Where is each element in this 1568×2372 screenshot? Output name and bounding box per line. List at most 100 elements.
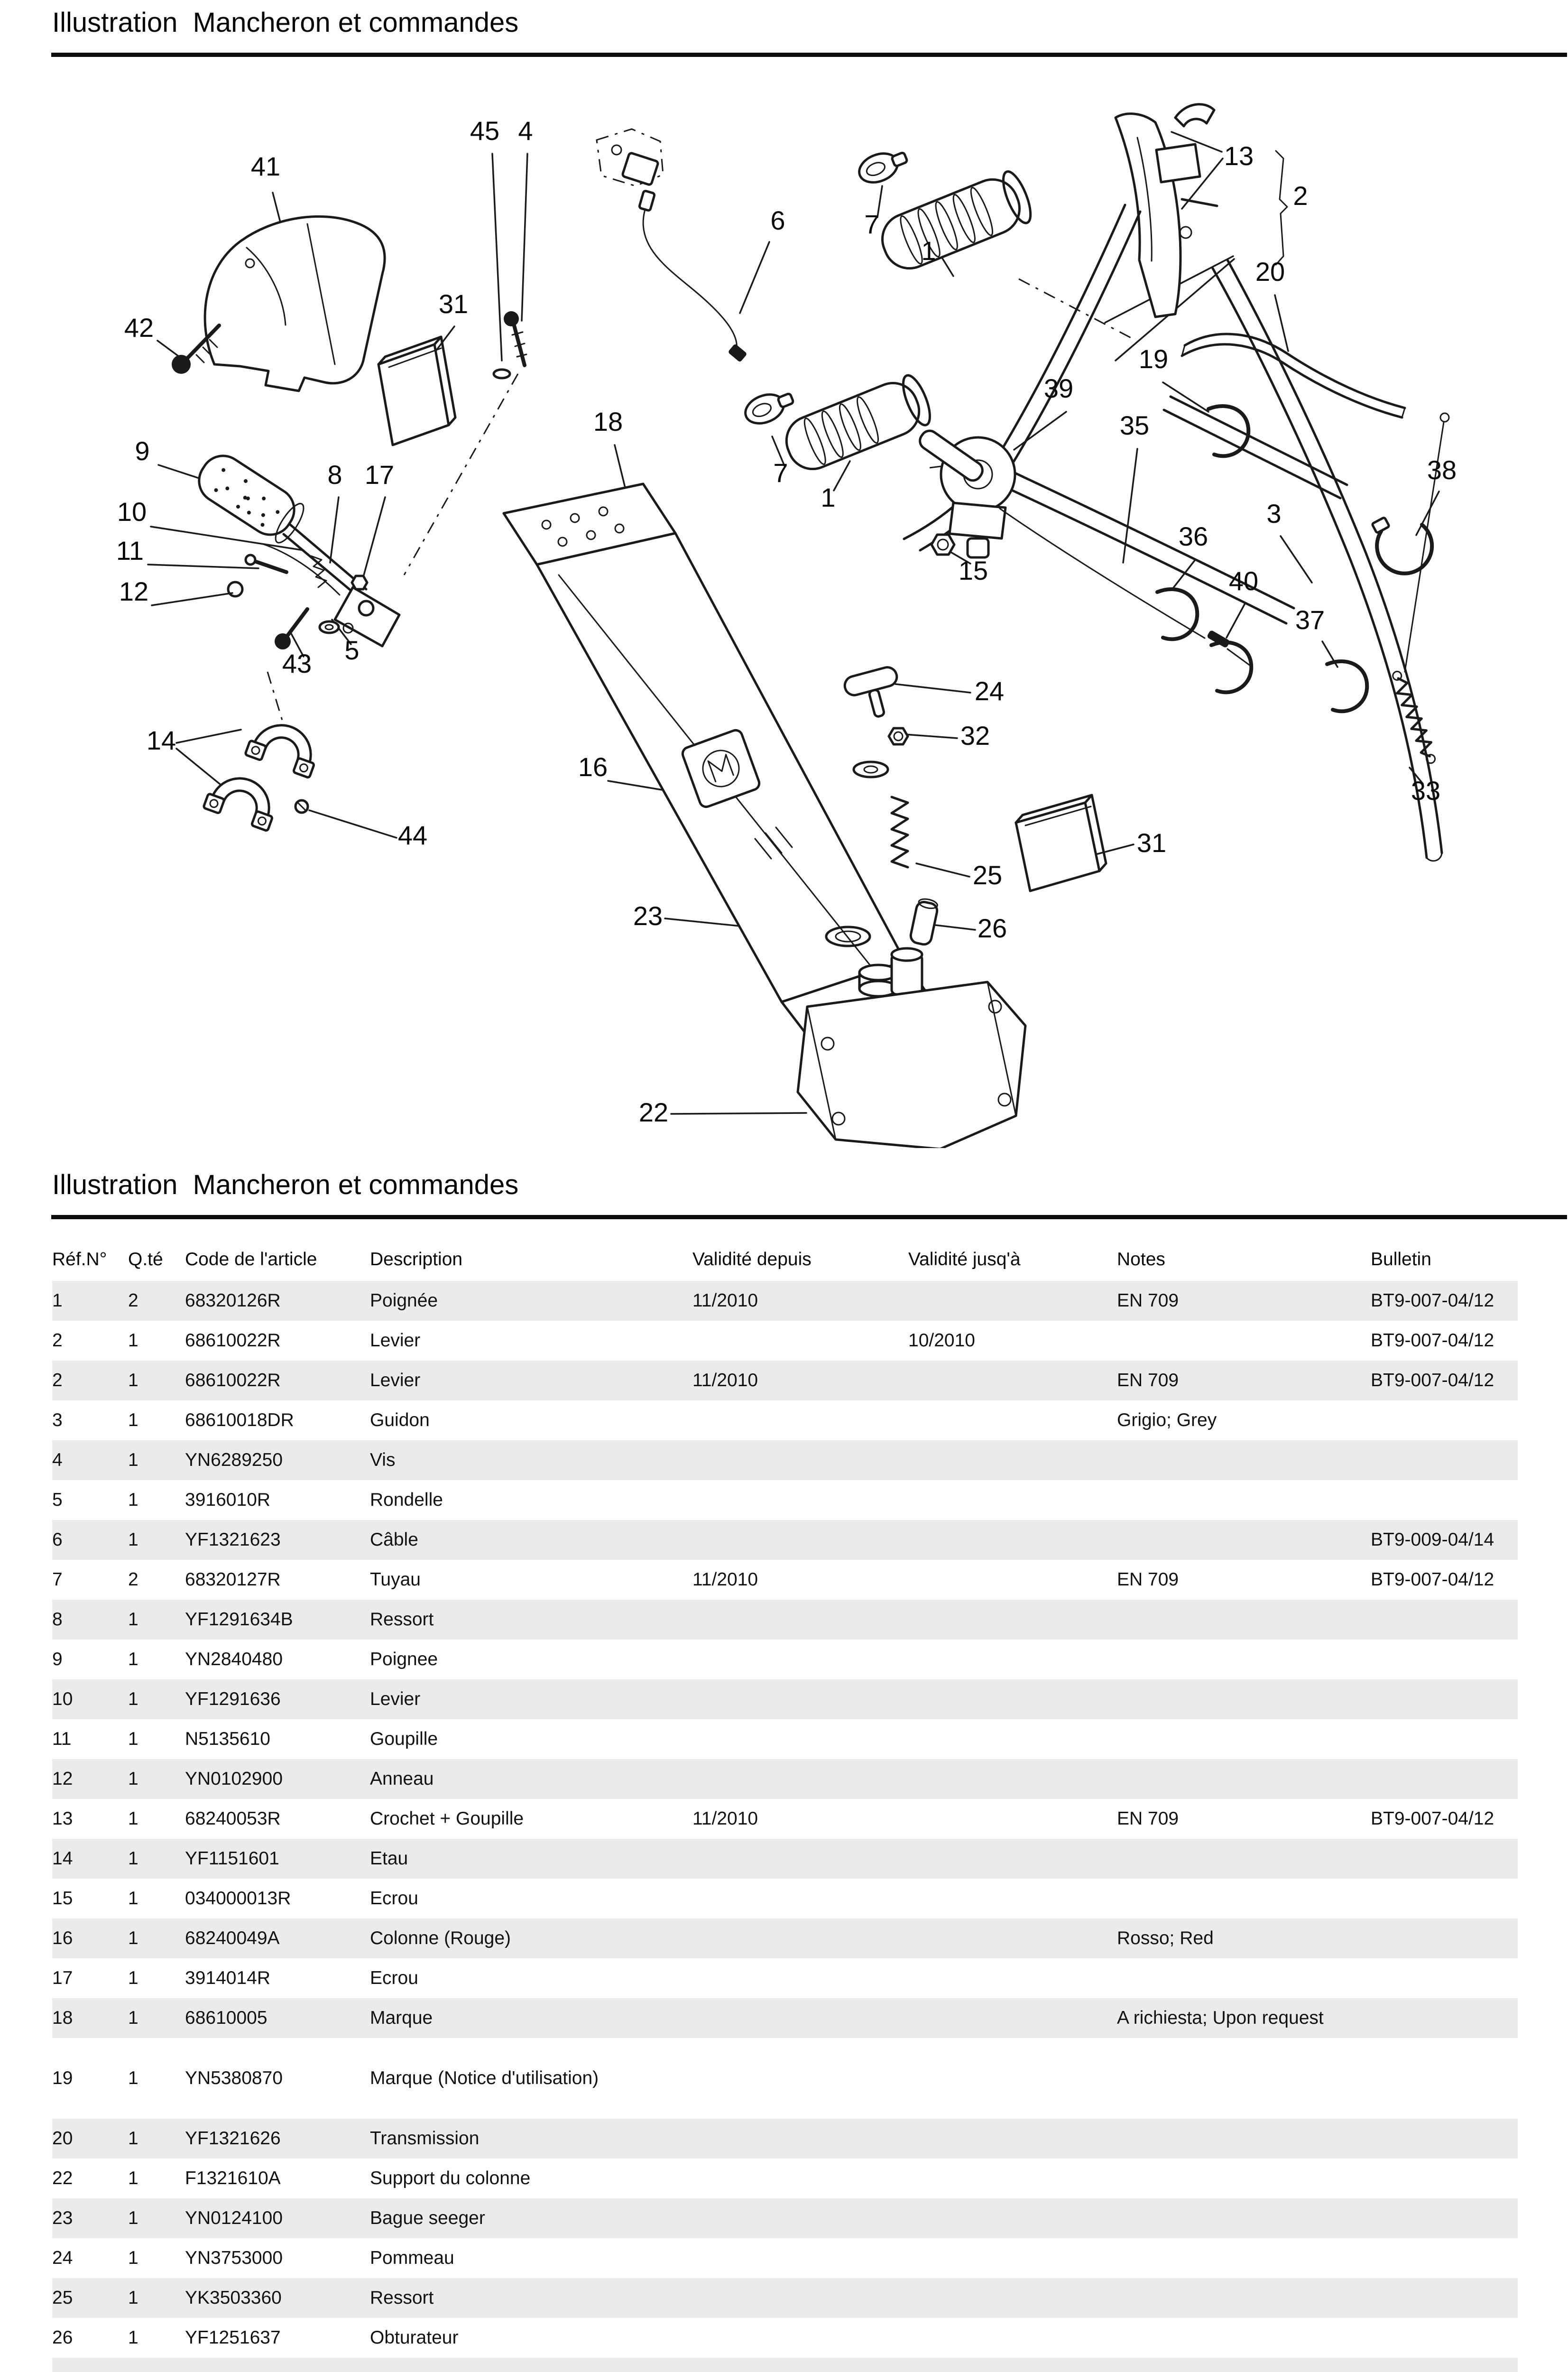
cell-code: YN0124100 — [185, 2208, 283, 2228]
part-label-42: 42 — [124, 313, 154, 343]
cell-bulletin: BT9-007-04/12 — [1371, 1290, 1494, 1311]
cell-code: N5135610 — [185, 1729, 270, 1749]
cell-ref: 14 — [52, 1848, 73, 1869]
part-clip-19 — [1207, 404, 1251, 458]
part-transmission-20 — [1181, 333, 1406, 419]
cell-from: 11/2010 — [692, 1370, 758, 1390]
table-row: 5 1 3916010R Rondelle — [52, 1480, 1518, 1520]
table-row: 17 1 3914014R Ecrou — [52, 1958, 1518, 1998]
cell-code: YK3503360 — [185, 2288, 282, 2308]
part-label-15: 15 — [959, 556, 988, 585]
cell-ref: 6 — [52, 1529, 63, 1550]
part-label-7: 7 — [773, 458, 788, 488]
cell-code: 68320127R — [185, 1569, 281, 1590]
table-row: 22 1 F1321610A Support du colonne — [52, 2159, 1518, 2198]
cell-ref: 7 — [52, 1569, 63, 1590]
cell-code: YN6289250 — [185, 1450, 283, 1470]
cell-qty: 1 — [128, 2248, 138, 2268]
cell-ref: 23 — [52, 2208, 73, 2228]
cell-code: 68610018DR — [185, 1410, 294, 1430]
cell-desc: Crochet + Goupille — [370, 1808, 524, 1829]
cell-code: YF1321623 — [185, 1529, 281, 1550]
cell-qty: 1 — [128, 1450, 138, 1470]
cell-desc: Tuyau — [370, 1569, 421, 1590]
cell-qty: 2 — [128, 1290, 138, 1311]
cell-ref: 2 — [52, 1330, 63, 1351]
part-label-18: 18 — [593, 407, 623, 436]
part-poignee-9 — [198, 454, 304, 544]
part-label-14: 14 — [147, 725, 176, 755]
cell-bulletin: BT9-007-04/12 — [1371, 1569, 1494, 1590]
parts-table: Réf.N° Q.té Code de l'article Descriptio… — [52, 1249, 1518, 2372]
cell-qty: 1 — [128, 2288, 138, 2308]
table-row: 13 1 68240053R Crochet + Goupille 11/201… — [52, 1799, 1518, 1839]
part-label-35: 35 — [1120, 410, 1149, 440]
cell-desc: Bague seeger — [370, 2208, 485, 2228]
part-label-9: 9 — [135, 436, 149, 466]
cell-code: F1321610A — [185, 2168, 281, 2188]
part-tuyau-7a — [858, 151, 908, 184]
cell-desc: Levier — [370, 1689, 421, 1709]
cell-desc: Ressort — [370, 1609, 434, 1630]
part-label-6: 6 — [770, 205, 785, 235]
part-label-26: 26 — [978, 913, 1007, 943]
part-label-12: 12 — [119, 576, 148, 606]
part-label-33: 33 — [1411, 776, 1440, 806]
cell-qty: 1 — [128, 2208, 138, 2228]
cell-ref: 1 — [52, 1290, 63, 1311]
part-levier-2 — [1114, 103, 1288, 318]
part-label-5: 5 — [344, 635, 359, 665]
part-label-13: 13 — [1224, 141, 1254, 171]
part-goupille-11 — [244, 554, 288, 574]
parts-table-header: Réf.N° Q.té Code de l'article Descriptio… — [52, 1249, 1518, 1281]
part-ecrou-44 — [294, 799, 309, 814]
col-notes: Notes — [1117, 1249, 1165, 1269]
title-rule — [51, 53, 1567, 57]
cell-code: 3914014R — [185, 1968, 270, 1988]
col-bulletin: Bulletin — [1371, 1249, 1431, 1269]
cell-to: 10/2010 — [908, 1330, 975, 1351]
col-ref: Réf.N° — [52, 1249, 107, 1269]
table-row: 24 1 YN3753000 Pommeau — [52, 2238, 1518, 2278]
cell-desc: Ecrou — [370, 1968, 418, 1988]
cell-code: YN3753000 — [185, 2248, 283, 2268]
cell-desc: Anneau — [370, 1769, 434, 1789]
table-row: 2 1 68610022R Levier 10/2010 BT9-007-04/… — [52, 1321, 1518, 1361]
cell-ref: 10 — [52, 1689, 73, 1709]
cell-desc: Ecrou — [370, 1888, 418, 1909]
part-etau-14a — [244, 724, 315, 778]
cell-ref: 3 — [52, 1410, 63, 1430]
part-label-1: 1 — [921, 236, 936, 266]
part-tuyau-7b — [744, 392, 794, 425]
cell-notes: EN 709 — [1117, 1290, 1179, 1311]
part-label-41: 41 — [251, 151, 280, 181]
table-row: 3 1 68610018DR Guidon Grigio; Grey — [52, 1400, 1518, 1440]
part-poignee-1a — [881, 170, 1032, 270]
table-row: 4 1 YN6289250 Vis — [52, 1440, 1518, 1481]
cell-desc: Vis — [370, 1450, 396, 1470]
table-row: 16 1 68240049A Colonne (Rouge) Rosso; Re… — [52, 1918, 1518, 1959]
cell-ref: 8 — [52, 1609, 63, 1630]
parts-table-body: 1 2 68320126R Poignée 11/2010 EN 709 BT9… — [52, 1281, 1518, 2372]
cell-bulletin: BT9-009-04/14 — [1371, 1529, 1494, 1550]
table-row: 7 2 68320127R Tuyau 11/2010 EN 709 BT9-0… — [52, 1560, 1518, 1600]
part-seeger-23 — [825, 926, 871, 947]
cell-code: YN0102900 — [185, 1769, 283, 1789]
part-rondelle-5 — [318, 620, 340, 634]
cell-notes: EN 709 — [1117, 1808, 1179, 1829]
part-label-25: 25 — [973, 860, 1002, 890]
part-obturateur-26 — [909, 898, 939, 946]
cell-desc: Pommeau — [370, 2248, 454, 2268]
part-label-19: 19 — [1139, 344, 1168, 374]
cell-ref: 15 — [52, 1888, 73, 1909]
cell-from: 11/2010 — [692, 1290, 758, 1311]
cell-ref: 12 — [52, 1769, 73, 1789]
part-vis-42 — [172, 324, 221, 374]
table-row: 8 1 YF1291634B Ressort — [52, 1600, 1518, 1640]
part-ecrou-15 — [930, 533, 956, 556]
cell-ref: 4 — [52, 1450, 63, 1470]
cell-qty: 1 — [128, 1888, 138, 1909]
cell-bulletin: BT9-007-04/12 — [1371, 1808, 1494, 1829]
cell-ref: 11 — [52, 1729, 72, 1749]
part-carter-41 — [203, 215, 386, 392]
